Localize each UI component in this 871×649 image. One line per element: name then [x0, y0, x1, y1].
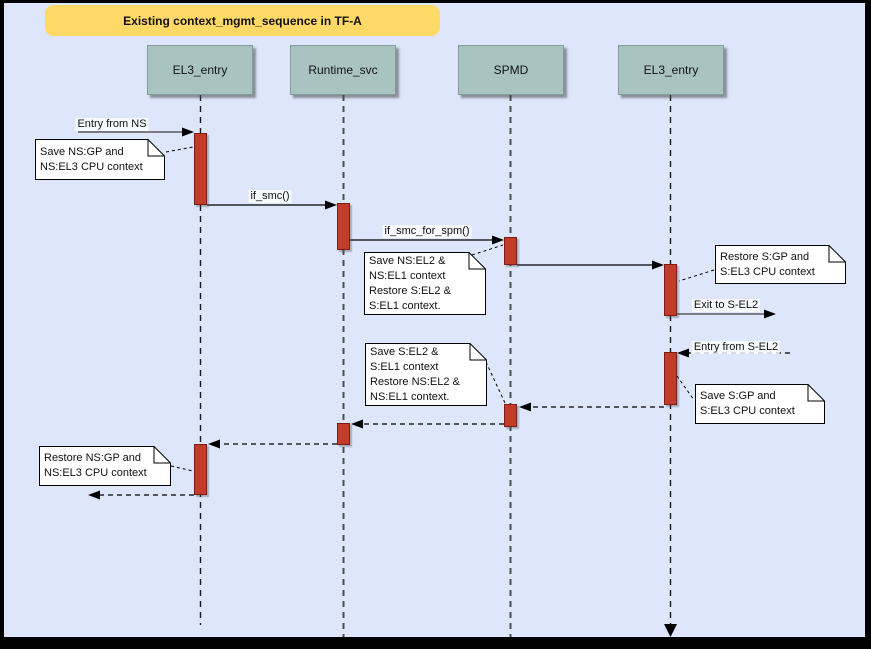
- connector-note-save-s-el2: [485, 361, 506, 404]
- msg-label-if-smc-for-spm: if_smc_for_spm(): [382, 225, 472, 238]
- note-line: NS:EL1 context: [369, 269, 446, 282]
- note-line: Save S:EL2 &: [370, 345, 439, 358]
- note-shape: [39, 446, 171, 486]
- note-fold-icon: [828, 245, 846, 263]
- note-restore-ns-gp: Restore NS:GP and NS:EL3 CPU context: [39, 446, 171, 486]
- lifeline-header-el3-entry-1: EL3_entry: [147, 45, 253, 95]
- note-restore-s-gp: Restore S:GP and S:EL3 CPU context: [715, 245, 846, 284]
- note-line: NS:EL3 CPU context: [40, 160, 143, 173]
- note-line: Save NS:EL2 &: [369, 254, 446, 267]
- lifeline-header-spmd: SPMD: [458, 45, 564, 95]
- note-fold-icon: [807, 384, 825, 402]
- lifeline-header-runtime-svc: Runtime_svc: [290, 45, 396, 95]
- msg-return-el3-to-spmd-arrowhead-icon: [519, 402, 531, 412]
- note-save-ns-gp: Save NS:GP and NS:EL3 CPU context: [35, 139, 165, 180]
- msg-label-entry-from-s-el2: Entry from S-EL2: [691, 341, 781, 354]
- note-shape: [364, 252, 486, 315]
- note-fold-icon: [468, 252, 486, 270]
- activation-el3-entry-1-b: [194, 444, 207, 495]
- msg-label-entry-from-ns: Entry from NS: [75, 118, 149, 131]
- msg-exit-to-s-el2-arrowhead-icon: [764, 309, 776, 319]
- activation-el3-entry-2-b: [664, 352, 677, 405]
- note-line: NS:EL1 context.: [370, 390, 450, 403]
- activation-runtime-svc-a: [337, 203, 350, 250]
- note-shape: [365, 343, 487, 406]
- note-line: NS:EL3 CPU context: [44, 467, 147, 479]
- note-fold-icon: [147, 139, 165, 157]
- note-line: S:EL1 context.: [369, 299, 441, 312]
- note-line: Save NS:GP and: [40, 145, 124, 158]
- note-fold-icon: [153, 446, 171, 464]
- connector-note-restore-ns-gp: [170, 465, 194, 472]
- note-line: Restore NS:GP and: [44, 452, 142, 464]
- msg-entry-from-s-el2-arrowhead-icon: [677, 348, 689, 358]
- msg-label-if-smc: if_smc(): [248, 190, 292, 203]
- note-shape: [35, 139, 165, 180]
- activation-el3-entry-2-a: [664, 264, 677, 316]
- activation-spmd-b: [504, 404, 517, 427]
- connector-note-save-s-gp: [676, 375, 695, 401]
- lifeline-header-el3-entry-2: EL3_entry: [618, 45, 724, 95]
- lifeline-header-label: EL3_entry: [172, 63, 228, 77]
- note-save-ns-el2: Save NS:EL2 & NS:EL1 context Restore S:E…: [364, 252, 486, 315]
- connector-note-save-ns-gp: [165, 146, 194, 153]
- lifeline-header-label: EL3_entry: [643, 63, 699, 77]
- connector-note-restore-s-gp: [678, 269, 715, 282]
- note-save-s-gp: Save S:GP and S:EL3 CPU context: [695, 384, 825, 424]
- note-line: S:EL3 CPU context: [700, 405, 795, 417]
- note-shape: [695, 384, 825, 424]
- note-line: S:EL3 CPU context: [720, 265, 815, 278]
- diagram-title: Existing context_mgmt_sequence in TF-A: [45, 5, 440, 36]
- note-fold-icon: [469, 343, 487, 361]
- activation-spmd-a: [504, 237, 517, 265]
- diagram-canvas: [4, 3, 865, 637]
- note-line: S:EL1 context: [370, 360, 439, 373]
- note-line: Restore S:EL2 &: [369, 284, 451, 297]
- activation-runtime-svc-b: [337, 423, 350, 445]
- lifeline-header-label: Runtime_svc: [308, 63, 378, 77]
- msg-if-smc-arrowhead-icon: [325, 200, 337, 210]
- msg-return-spmd-to-runtime-arrowhead-icon: [351, 419, 363, 429]
- note-line: Save S:GP and: [700, 390, 776, 402]
- lifeline-header-label: SPMD: [493, 63, 529, 77]
- note-line: Restore S:GP and: [720, 250, 810, 263]
- note-save-s-el2: Save S:EL2 & S:EL1 context Restore NS:EL…: [365, 343, 487, 406]
- msg-return-to-ns-arrowhead-icon: [88, 490, 100, 500]
- msg-entry-from-ns-arrowhead-icon: [182, 127, 194, 137]
- activation-el3-entry-1-a: [194, 133, 207, 205]
- note-shape: [715, 245, 846, 284]
- lifeline-end-arrow-icon: [664, 624, 677, 637]
- note-line: Restore NS:EL2 &: [370, 375, 460, 388]
- msg-label-exit-to-s-el2: Exit to S-EL2: [691, 299, 761, 312]
- msg-spmd-to-el3-arrowhead-icon: [652, 260, 664, 270]
- msg-return-runtime-to-el3-arrowhead-icon: [208, 439, 220, 449]
- msg-if-smc-for-spm-arrowhead-icon: [492, 235, 504, 245]
